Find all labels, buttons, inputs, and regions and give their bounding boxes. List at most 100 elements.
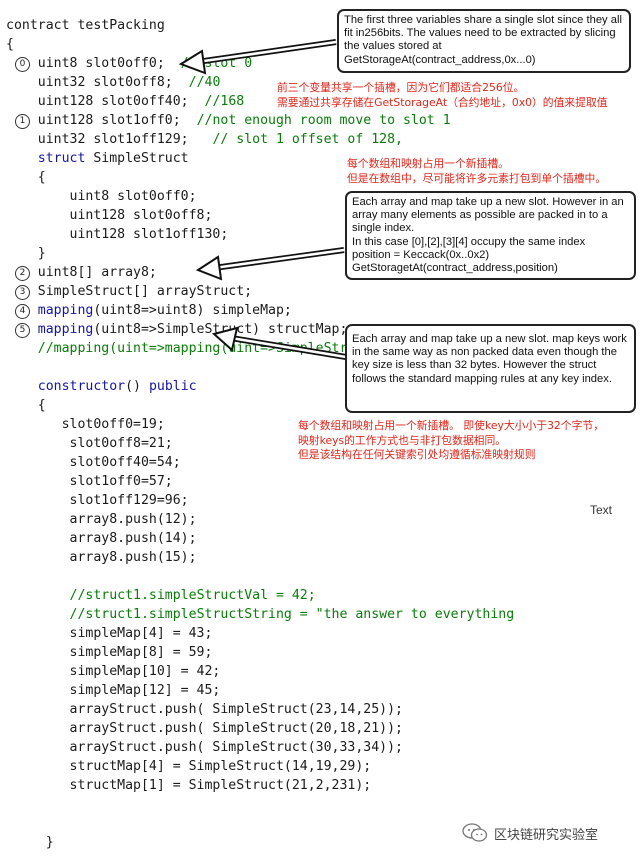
watermark: 区块链研究实验室 xyxy=(462,823,598,843)
code-text: structMap[4] = SimpleStruct(14,19,29); xyxy=(6,759,372,774)
code-line: } xyxy=(6,833,641,852)
code-line: array8.push(15); xyxy=(6,548,641,567)
code-text: slot1off0=57; xyxy=(6,474,173,489)
code-text: { xyxy=(6,37,14,52)
code-line: simpleMap[10] = 42; xyxy=(6,662,641,681)
code-line: slot0off8=21; xyxy=(6,434,641,453)
slot-number-marker: 4 xyxy=(15,304,30,319)
code-keyword: struct xyxy=(37,151,86,166)
slot-number-marker: 2 xyxy=(15,266,30,281)
code-keyword: public xyxy=(148,379,197,394)
code-line: slot0off0=19; xyxy=(6,415,641,434)
code-line: uint128 slot0off40; //168 xyxy=(6,92,641,111)
code-line: array8.push(14); xyxy=(6,529,641,548)
code-listing: contract testPacking { uint8 slot0off0; /… xyxy=(6,16,641,852)
code-text: structMap[1] = SimpleStruct(21,2,231); xyxy=(6,778,372,793)
code-keyword: constructor xyxy=(37,379,126,394)
code-line: arrayStruct.push( SimpleStruct(23,14,25)… xyxy=(6,700,641,719)
annotation-cn-array: 每个数组和映射占用一个新插槽。 但是在数组中，尽可能将许多元素打包到单个插槽中。 xyxy=(347,157,606,186)
code-comment: //40 xyxy=(188,75,221,90)
code-text: array8.push(15); xyxy=(6,550,197,565)
code-text xyxy=(6,379,38,394)
code-text xyxy=(6,588,70,603)
code-comment: // slot 0 xyxy=(180,56,253,71)
code-text: uint8 slot0off0; xyxy=(6,56,181,71)
annotation-box-array: Each array and map take up a new slot. H… xyxy=(345,191,636,280)
annotation-cn-line: 但是在数组中，尽可能将许多元素打包到单个插槽中。 xyxy=(347,171,607,185)
code-comment: // slot 1 offset of 128, xyxy=(212,132,403,147)
code-line: uint8[] array8; xyxy=(6,263,641,282)
code-line: uint128 slot1off0; //not enough room mov… xyxy=(6,111,641,130)
code-line: simpleMap[4] = 43; xyxy=(6,624,641,643)
text-placeholder-label: Text xyxy=(590,503,613,517)
code-line: { xyxy=(6,396,641,415)
code-text: uint8[] array8; xyxy=(6,265,157,280)
code-text: uint32 slot1off129; xyxy=(6,132,213,147)
code-text: } xyxy=(6,246,46,261)
code-text: uint128 slot0off40; xyxy=(6,94,205,109)
code-text: () xyxy=(125,379,149,394)
slot-number-marker: 1 xyxy=(15,114,30,129)
code-line: arrayStruct.push( SimpleStruct(20,18,21)… xyxy=(6,719,641,738)
code-line: arrayStruct.push( SimpleStruct(30,33,34)… xyxy=(6,738,641,757)
code-text: arrayStruct.push( SimpleStruct(20,18,21)… xyxy=(6,721,403,736)
code-text: arrayStruct.push( SimpleStruct(30,33,34)… xyxy=(6,740,403,755)
code-line: uint128 slot0off8; xyxy=(6,206,641,225)
code-text: (uint8=>uint8) simpleMap; xyxy=(93,303,292,318)
code-line: structMap[4] = SimpleStruct(14,19,29); xyxy=(6,757,641,776)
annotation-cn-mapping: 每个数组和映射占用一个新插槽。 即使key大小小于32个字节， 映射keys的工… xyxy=(298,419,604,463)
code-text: slot0off8=21; xyxy=(6,436,173,451)
code-text: } xyxy=(6,835,54,850)
code-keyword: mapping xyxy=(37,322,94,337)
code-line: //struct1.simpleStructVal = 42; xyxy=(6,586,641,605)
code-line: slot1off129=96; xyxy=(6,491,641,510)
code-comment: //mapping(uint=>mapping(uint=>SimpleStru… xyxy=(37,341,372,356)
annotation-cn-line: 每个数组和映射占用一个新插槽。 即使key大小小于32个字节， xyxy=(298,419,604,432)
code-text: arrayStruct.push( SimpleStruct(23,14,25)… xyxy=(6,702,403,717)
code-line: simpleMap[12] = 45; xyxy=(6,681,641,700)
code-text: slot1off129=96; xyxy=(6,493,189,508)
annotation-box-array-line: GetStoragetAt(contract_address,position) xyxy=(352,262,558,275)
code-line: slot1off0=57; xyxy=(6,472,641,491)
code-line: array8.push(12); xyxy=(6,510,641,529)
code-line: uint8 slot0off0; xyxy=(6,187,641,206)
annotation-cn-line: 需要通过共享存储在GetStorageAt（合约地址，0x0）的值来提取值 xyxy=(277,95,608,109)
annotation-cn-line: 每个数组和映射占用一个新插槽。 xyxy=(347,157,509,170)
annotation-box-shared-slot-text: The first three variables share a single… xyxy=(344,14,622,66)
code-text: { xyxy=(6,398,46,413)
code-line: uint8 slot0off0; // slot 0 xyxy=(6,54,641,73)
code-text: contract testPacking xyxy=(6,18,165,33)
code-line: //struct1.simpleStructString = "the answ… xyxy=(6,605,641,624)
code-line: simpleMap[8] = 59; xyxy=(6,643,641,662)
code-line: mapping(uint8=>uint8) simpleMap; xyxy=(6,301,641,320)
code-text: uint128 slot1off130; xyxy=(6,227,229,242)
annotation-cn-shared-slot: 前三个变量共享一个插槽，因为它们都适合256位。 需要通过共享存储在GetSto… xyxy=(277,81,608,110)
code-text xyxy=(6,341,38,356)
code-text: slot0off40=54; xyxy=(6,455,181,470)
annotation-box-array-line: In this case [0],[2],[3][4] occupy the s… xyxy=(352,235,586,248)
code-text: array8.push(14); xyxy=(6,531,197,546)
code-keyword: mapping xyxy=(37,303,94,318)
code-line: contract testPacking xyxy=(6,16,641,35)
code-comment: //not enough room move to slot 1 xyxy=(196,113,451,128)
slot-number-marker: 5 xyxy=(15,323,30,338)
code-text: simpleMap[4] = 43; xyxy=(6,626,213,641)
code-text: uint128 slot1off0; xyxy=(6,113,197,128)
code-line: { xyxy=(6,35,641,54)
code-line xyxy=(6,795,641,814)
code-text xyxy=(6,607,70,622)
code-text: simpleMap[10] = 42; xyxy=(6,664,221,679)
code-text: (uint8=>SimpleStruct) structMap; xyxy=(93,322,348,337)
code-text: SimpleStruct xyxy=(85,151,189,166)
annotation-box-mapping: Each array and map take up a new slot. m… xyxy=(345,324,636,413)
code-line: uint128 slot1off130; xyxy=(6,225,641,244)
slot-number-marker: 0 xyxy=(15,57,30,72)
annotation-box-mapping-text: Each array and map take up a new slot. m… xyxy=(352,333,627,385)
code-text: SimpleStruct[] arrayStruct; xyxy=(6,284,253,299)
code-text: slot0off0=19; xyxy=(6,417,165,432)
annotation-box-array-line: position = Keccack(0x..0x2) xyxy=(352,248,490,261)
code-line: struct SimpleStruct xyxy=(6,149,641,168)
code-comment: //struct1.simpleStructString = "the answ… xyxy=(69,607,515,622)
code-text: array8.push(12); xyxy=(6,512,197,527)
code-text: uint32 slot0off8; xyxy=(6,75,189,90)
